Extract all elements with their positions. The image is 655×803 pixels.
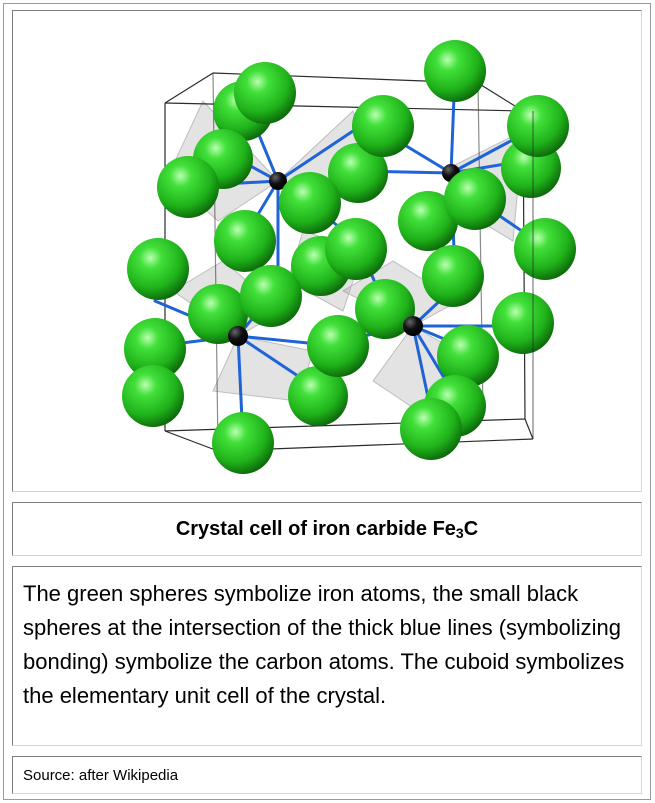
- caption-title-text: Crystal cell of iron carbide Fe: [175, 517, 456, 540]
- crystal-structure-image: [122, 40, 576, 474]
- iron-atom: [328, 143, 388, 203]
- iron-atom: [400, 398, 462, 460]
- iron-atoms-front: [122, 40, 576, 474]
- carbon-atom: [228, 326, 248, 346]
- iron-atom: [514, 218, 576, 280]
- caption-title-end: C: [463, 517, 479, 540]
- iron-atom: [325, 218, 387, 280]
- carbon-atoms: [228, 164, 460, 346]
- iron-atom: [122, 365, 184, 427]
- figure-frame: Crystal cell of iron carbide Fe3C The gr…: [3, 3, 651, 800]
- iron-atom: [157, 156, 219, 218]
- iron-atom: [288, 366, 348, 426]
- caption-title-subscript: 3: [455, 524, 464, 541]
- iron-atom: [234, 62, 296, 124]
- iron-atom: [240, 265, 302, 327]
- iron-atom: [214, 210, 276, 272]
- description-panel: The green spheres symbolize iron atoms, …: [12, 566, 642, 746]
- iron-atom: [124, 318, 186, 380]
- iron-atom: [127, 238, 189, 300]
- iron-atom: [444, 168, 506, 230]
- caption-title: Crystal cell of iron carbide Fe3C: [176, 518, 478, 541]
- caption-title-panel: Crystal cell of iron carbide Fe3C: [12, 502, 642, 556]
- iron-atom: [437, 325, 499, 387]
- iron-atom: [352, 95, 414, 157]
- source-text: Source: after Wikipedia: [23, 766, 179, 784]
- iron-atom: [398, 191, 458, 251]
- iron-atoms-back: [188, 81, 561, 426]
- description-text: The green spheres symbolize iron atoms, …: [23, 581, 625, 708]
- crystal-image-panel: [12, 10, 642, 492]
- carbon-atom: [269, 172, 287, 190]
- iron-atom: [279, 172, 341, 234]
- iron-atom: [424, 40, 486, 102]
- iron-atom: [422, 245, 484, 307]
- source-panel: Source: after Wikipedia: [12, 756, 642, 794]
- iron-atom: [492, 292, 554, 354]
- carbon-atom: [403, 316, 423, 336]
- iron-atom: [212, 412, 274, 474]
- iron-atom: [355, 279, 415, 339]
- iron-atom: [507, 95, 569, 157]
- iron-atom: [307, 315, 369, 377]
